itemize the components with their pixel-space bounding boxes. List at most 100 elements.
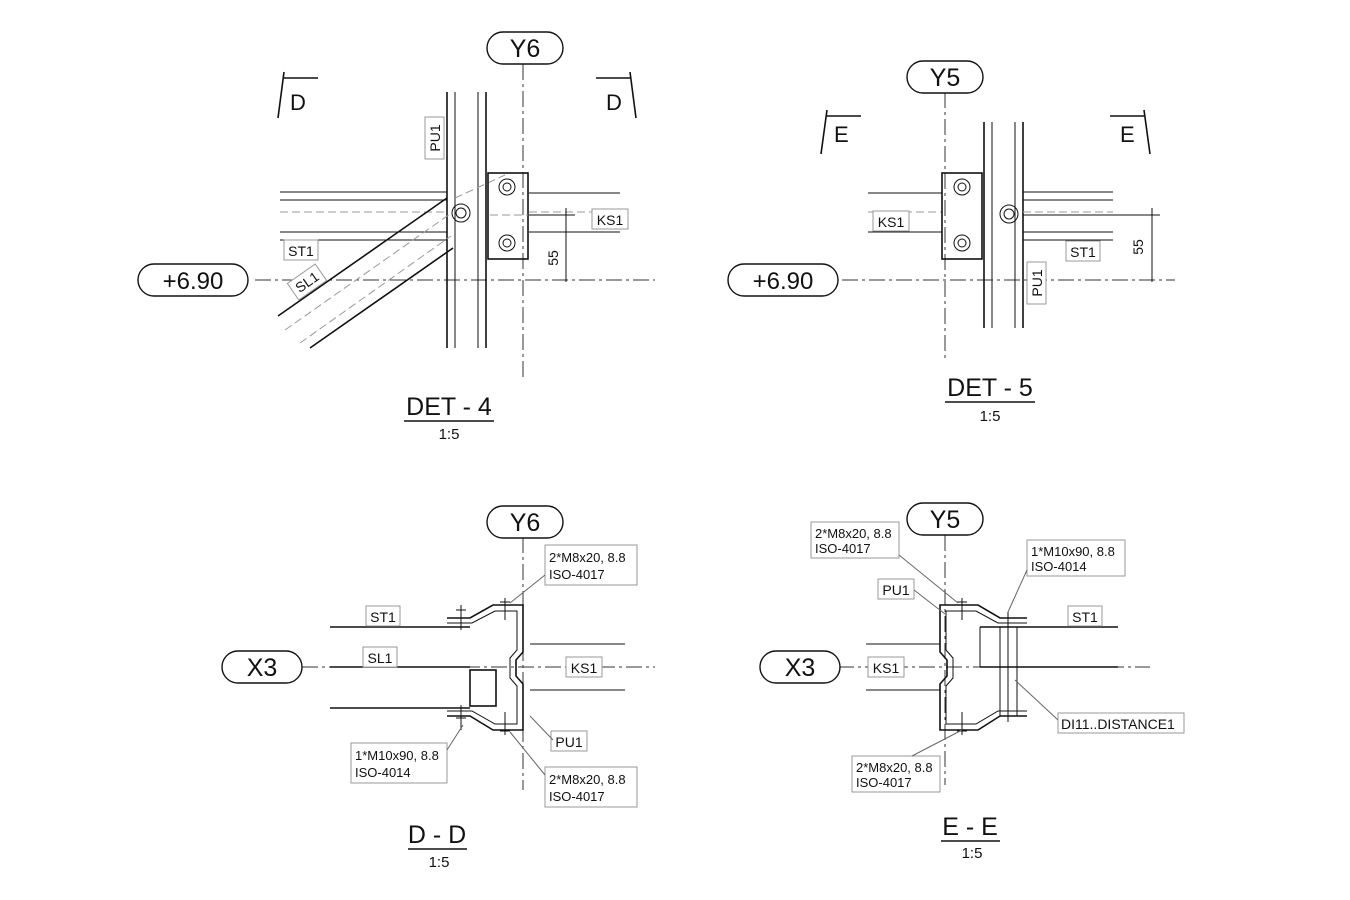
svg-text:ST1: ST1 (1070, 244, 1096, 260)
svg-text:D: D (290, 90, 306, 115)
tag-ks1: KS1 (591, 208, 629, 230)
svg-text:ISO-4017: ISO-4017 (856, 775, 912, 790)
grid-bubble-y6: Y6 (486, 31, 564, 65)
svg-text:+6.90: +6.90 (163, 268, 224, 295)
level-bubble: +6.90 (727, 263, 839, 297)
section-d-d: Y6 X3 ST1 (221, 505, 655, 871)
svg-text:X3: X3 (247, 654, 278, 682)
detail-title: DET - 5 1:5 (945, 374, 1035, 425)
profile-pu1 (447, 598, 524, 735)
svg-text:ISO-4014: ISO-4014 (1031, 559, 1087, 574)
tag-ks1: KS1 (565, 656, 603, 678)
svg-text:E: E (1120, 122, 1135, 147)
grid-bubble-x3: X3 (759, 650, 841, 684)
svg-text:KS1: KS1 (571, 660, 598, 676)
tag-pu1: PU1 (424, 116, 445, 160)
connection-plate (451, 172, 529, 260)
detail-title: DET - 4 1:5 (404, 393, 494, 443)
svg-text:DET - 5: DET - 5 (947, 374, 1033, 402)
tag-pu1: PU1 (877, 578, 915, 600)
section-marker-left: D (277, 71, 318, 119)
grid-bubble-y5: Y5 (906, 60, 984, 94)
svg-text:PU1: PU1 (555, 734, 582, 750)
bolt-note-bottom: 2*M8x20, 8.8 ISO-4017 (544, 766, 638, 808)
profile-pu1 (939, 598, 1027, 735)
svg-text:2*M8x20, 8.8: 2*M8x20, 8.8 (856, 760, 933, 775)
beam-ks1 (530, 643, 625, 691)
tag-st1: ST1 (1067, 605, 1103, 627)
bolt-note-bottom: 2*M8x20, 8.8 ISO-4017 (851, 755, 941, 793)
section-marker-right: E (1110, 109, 1151, 155)
svg-text:E - E: E - E (942, 813, 998, 841)
svg-text:DET - 4: DET - 4 (406, 393, 492, 421)
level-bubble: +6.90 (137, 263, 249, 297)
svg-text:2*M8x20, 8.8: 2*M8x20, 8.8 (815, 526, 892, 541)
svg-text:PU1: PU1 (1029, 269, 1045, 296)
tag-st1: ST1 (1065, 240, 1101, 262)
svg-text:X3: X3 (785, 654, 816, 682)
dimension-55: 55 (529, 208, 575, 282)
svg-text:ST1: ST1 (1072, 609, 1098, 625)
tag-sl1: SL1 (286, 263, 328, 301)
svg-text:DI11..DISTANCE1: DI11..DISTANCE1 (1061, 716, 1175, 732)
tag-ks1: KS1 (867, 656, 905, 678)
svg-text:2*M8x20, 8.8: 2*M8x20, 8.8 (549, 772, 626, 787)
bolt-note-top-right: 1*M10x90, 8.8 ISO-4014 (1026, 539, 1126, 577)
section-marker-left: E (820, 109, 861, 155)
tag-st1: ST1 (283, 239, 319, 261)
tag-pu1: PU1 (550, 730, 588, 752)
detail-det-4: Y6 +6.90 (137, 31, 655, 443)
tag-sl1: SL1 (362, 646, 398, 668)
svg-text:KS1: KS1 (878, 214, 905, 230)
tag-distance: DI11..DISTANCE1 (1057, 712, 1185, 734)
bolt-note-top-left: 2*M8x20, 8.8 ISO-4017 (810, 521, 900, 559)
beam-st1 (979, 626, 1118, 668)
svg-text:SL1: SL1 (368, 650, 393, 666)
svg-text:ISO-4014: ISO-4014 (355, 765, 411, 780)
svg-text:1:5: 1:5 (439, 426, 460, 443)
connection-plate (941, 172, 1019, 260)
svg-text:E: E (834, 122, 849, 147)
svg-text:Y6: Y6 (510, 509, 541, 537)
svg-text:ISO-4017: ISO-4017 (815, 541, 871, 556)
svg-text:55: 55 (545, 250, 561, 266)
column-pu1 (983, 122, 1024, 328)
grid-bubble-x3: X3 (221, 650, 303, 684)
svg-text:1:5: 1:5 (429, 854, 450, 871)
bolt-note-top: 2*M8x20, 8.8 ISO-4017 (544, 544, 638, 586)
tag-ks1: KS1 (872, 210, 910, 232)
section-title: E - E 1:5 (941, 813, 1000, 862)
beam-st1 (330, 626, 470, 709)
svg-text:KS1: KS1 (873, 660, 900, 676)
svg-text:2*M8x20, 8.8: 2*M8x20, 8.8 (549, 550, 626, 565)
svg-text:Y5: Y5 (930, 506, 961, 534)
dimension-55: 55 (1023, 208, 1160, 282)
svg-text:+6.90: +6.90 (753, 268, 814, 295)
svg-text:1:5: 1:5 (962, 845, 983, 862)
svg-text:1*M10x90, 8.8: 1*M10x90, 8.8 (1031, 544, 1115, 559)
svg-text:PU1: PU1 (882, 582, 909, 598)
section-marker-right: D (596, 71, 637, 119)
svg-text:1*M10x90, 8.8: 1*M10x90, 8.8 (355, 748, 439, 763)
detail-det-5: Y5 +6.90 (727, 60, 1175, 425)
svg-text:1:5: 1:5 (980, 408, 1001, 425)
beam-st1 (1023, 191, 1113, 241)
section-title: D - D 1:5 (408, 821, 467, 871)
svg-text:Y5: Y5 (930, 64, 961, 92)
svg-text:D: D (606, 90, 622, 115)
bolt-note-left: 1*M10x90, 8.8 ISO-4014 (350, 742, 448, 784)
grid-bubble-y6: Y6 (486, 505, 564, 539)
grid-bubble-y5: Y5 (906, 502, 984, 536)
svg-text:ISO-4017: ISO-4017 (549, 789, 605, 804)
brace-sl1 (277, 174, 506, 349)
beam-ks1 (866, 643, 940, 691)
svg-text:ISO-4017: ISO-4017 (549, 567, 605, 582)
svg-text:Y6: Y6 (510, 35, 541, 63)
svg-text:ST1: ST1 (288, 243, 314, 259)
tag-st1: ST1 (365, 605, 401, 627)
tag-pu1: PU1 (1026, 261, 1047, 305)
svg-text:ST1: ST1 (370, 609, 396, 625)
section-e-e: Y5 X3 PU1 (759, 502, 1185, 862)
svg-text:KS1: KS1 (597, 212, 624, 228)
